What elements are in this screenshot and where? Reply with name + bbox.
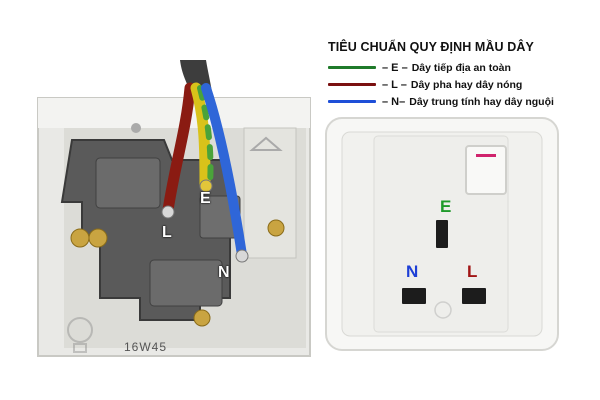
screw-bottom <box>193 309 211 327</box>
screw-left-2 <box>88 228 108 248</box>
neutral-slot <box>402 288 426 304</box>
legend-line-earth <box>328 66 376 69</box>
legend-code-neutral: – N– <box>382 95 406 108</box>
legend-code-live: – L – <box>382 78 407 91</box>
earth-wire-green-stripe <box>197 85 214 188</box>
neutral-wire-end <box>235 249 249 263</box>
neutral-wire <box>201 83 247 260</box>
socket-back-illustration <box>37 60 311 357</box>
left-label-live: L <box>162 224 172 241</box>
lamp-watermark-front <box>434 301 452 319</box>
back-plate-top-edge <box>38 98 310 128</box>
screw-left <box>70 228 90 248</box>
switch-indicator <box>476 154 496 157</box>
rocker-switch <box>465 145 507 195</box>
neutral-terminal <box>149 259 223 307</box>
screw-right <box>267 219 285 237</box>
wire-color-legend: TIÊU CHUẨN QUY ĐỊNH MẦU DÂY – E – Dây ti… <box>328 40 596 110</box>
legend-line-live <box>328 83 376 86</box>
front-label-neutral: N <box>406 262 419 281</box>
lamp-watermark <box>67 317 93 353</box>
switch-housing <box>243 127 297 259</box>
legend-text-earth: Dây tiếp địa an toàn <box>411 61 511 74</box>
live-slot <box>462 288 486 304</box>
earth-wire-yellow <box>190 82 211 191</box>
front-label-earth: E <box>440 197 452 216</box>
model-number: 16W45 <box>124 340 168 354</box>
live-terminal <box>95 157 161 209</box>
earth-wire-end <box>199 179 213 193</box>
legend-row-earth: – E – Dây tiếp địa an toàn <box>328 59 596 76</box>
legend-row-neutral: – N– Dây trung tính hay dây nguội <box>328 93 596 110</box>
live-wire-end <box>161 205 175 219</box>
socket-front-illustration <box>325 117 559 351</box>
legend-text-live: Dây pha hay dây nóng <box>410 78 523 91</box>
legend-title: TIÊU CHUẨN QUY ĐỊNH MẦU DÂY <box>328 40 534 54</box>
legend-code-earth: – E – <box>382 61 408 74</box>
legend-row-live: – L – Dây pha hay dây nóng <box>328 76 596 93</box>
rivet-top <box>131 123 141 133</box>
arrow-emboss <box>249 136 283 151</box>
front-label-live: L <box>467 262 478 281</box>
legend-text-neutral: Dây trung tính hay dây nguội <box>409 95 554 108</box>
legend-line-neutral <box>328 100 376 103</box>
left-label-earth: E <box>200 190 211 207</box>
live-wire <box>162 82 196 216</box>
earth-slot <box>436 220 448 248</box>
left-label-neutral: N <box>218 264 230 281</box>
